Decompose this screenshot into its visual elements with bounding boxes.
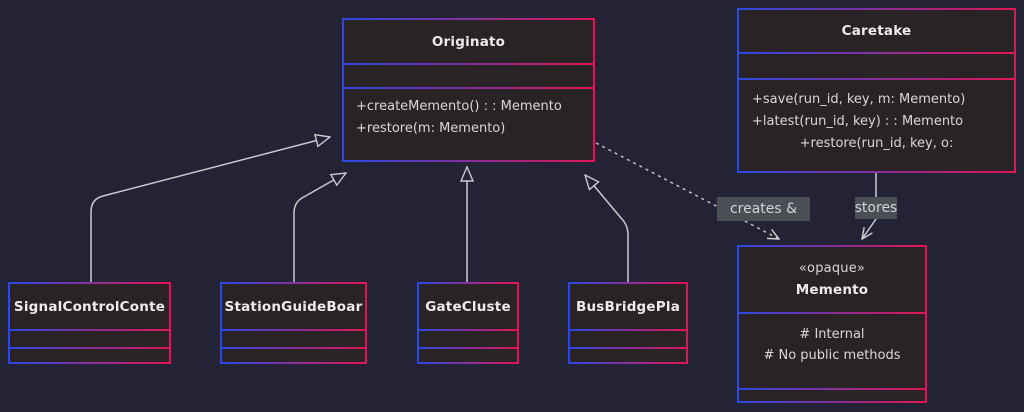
compartment-divider bbox=[739, 312, 925, 314]
attributes-compartment bbox=[344, 65, 593, 87]
method-item: +save(run_id, key, m: Memento) bbox=[752, 92, 966, 107]
attributes-compartment bbox=[739, 54, 1014, 78]
class-title-group: «opaque» Memento bbox=[739, 247, 925, 312]
generalization-arrow-busbridge bbox=[585, 175, 629, 282]
compartment-divider bbox=[10, 347, 169, 349]
methods-compartment: +save(run_id, key, m: Memento) +latest(r… bbox=[739, 80, 1014, 171]
compartment-divider bbox=[739, 78, 1014, 80]
class-title: Caretake bbox=[841, 23, 912, 39]
method-item: +restore(m: Memento) bbox=[356, 121, 506, 136]
class-title: BusBridgePla bbox=[575, 298, 681, 315]
method-item: +restore(run_id, key, o: bbox=[799, 136, 954, 151]
class-box-caretaker: Caretake +save(run_id, key, m: Memento) … bbox=[737, 8, 1016, 173]
class-box-memento: «opaque» Memento # Internal # No public … bbox=[737, 245, 927, 403]
class-title: StationGuideBoar bbox=[224, 298, 363, 315]
attributes-compartment bbox=[419, 331, 517, 347]
class-box-originator: Originato +createMemento() : : Memento +… bbox=[342, 18, 595, 162]
class-box-bus-bridge: BusBridgePla bbox=[568, 282, 688, 364]
class-box-station-guide: StationGuideBoar bbox=[220, 282, 367, 364]
compartment-divider bbox=[570, 329, 686, 331]
generalization-arrow-stationguide bbox=[293, 173, 346, 282]
compartment-divider bbox=[222, 347, 365, 349]
class-stereotype: «opaque» bbox=[798, 261, 866, 276]
attribute-item: # Internal bbox=[799, 327, 865, 342]
method-item: +latest(run_id, key) : : Memento bbox=[752, 114, 964, 129]
class-title: GateCluste bbox=[425, 298, 511, 315]
methods-compartment bbox=[570, 349, 686, 362]
compartment-divider bbox=[222, 329, 365, 331]
compartment-divider bbox=[344, 63, 593, 65]
class-title: Originato bbox=[431, 33, 506, 50]
attributes-compartment bbox=[570, 331, 686, 347]
method-item: +createMemento() : : Memento bbox=[356, 99, 562, 114]
edge-label-creates: creates & bbox=[717, 197, 810, 221]
class-box-signal-control: SignalControlConte bbox=[8, 282, 171, 364]
methods-compartment bbox=[10, 349, 169, 362]
methods-compartment bbox=[739, 390, 925, 401]
attributes-compartment: # Internal # No public methods bbox=[739, 314, 925, 388]
attributes-compartment bbox=[10, 331, 169, 347]
methods-compartment bbox=[419, 349, 517, 362]
compartment-divider bbox=[739, 52, 1014, 54]
methods-compartment bbox=[222, 349, 365, 362]
compartment-divider bbox=[419, 347, 517, 349]
attributes-compartment bbox=[222, 331, 365, 347]
methods-compartment: +createMemento() : : Memento +restore(m:… bbox=[344, 89, 593, 160]
class-title: Memento bbox=[795, 282, 869, 298]
stores-arrow bbox=[862, 173, 877, 239]
edge-label-stores: stores bbox=[855, 197, 897, 219]
class-box-gate-cluster: GateCluste bbox=[417, 282, 519, 364]
compartment-divider bbox=[419, 329, 517, 331]
compartment-divider bbox=[10, 329, 169, 331]
generalization-arrow-signalcontrol bbox=[90, 137, 330, 282]
class-title: SignalControlConte bbox=[13, 298, 166, 315]
compartment-divider bbox=[570, 347, 686, 349]
attribute-item: # No public methods bbox=[763, 348, 901, 363]
compartment-divider bbox=[739, 388, 925, 390]
compartment-divider bbox=[344, 87, 593, 89]
